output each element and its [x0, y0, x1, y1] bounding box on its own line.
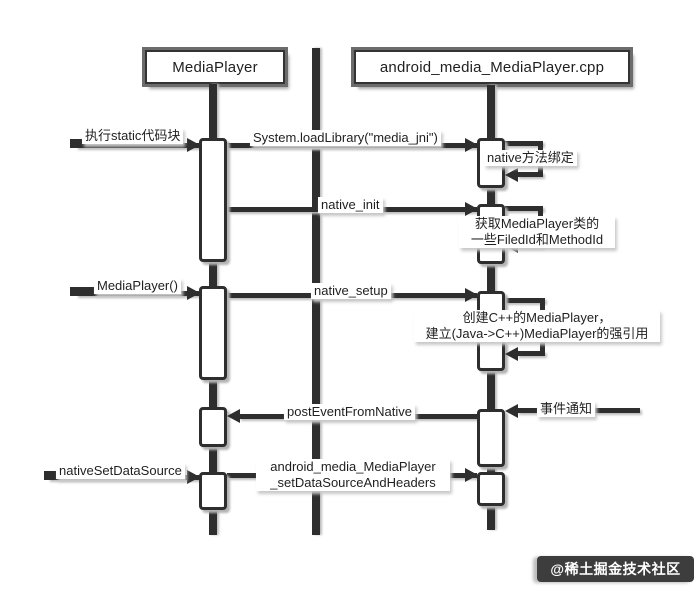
activation-mp-constructor	[199, 286, 227, 380]
activation-cpp-event	[477, 409, 505, 467]
note-create-cpp-line2: 建立(Java->C++)MediaPlayer的强引用	[425, 326, 649, 341]
note-create-cpp-line1: 创建C++的MediaPlayer，	[462, 310, 612, 325]
label-set-data-source-line1: android_media_MediaPlayer	[270, 459, 436, 474]
native-init-arrowhead	[465, 202, 478, 216]
label-set-data-source-line2: _setDataSourceAndHeaders	[270, 475, 436, 490]
stub-native-set-data-source	[44, 471, 60, 480]
load-library-arrowhead	[465, 138, 478, 152]
activation-mp-set-data-source	[199, 472, 227, 510]
selfcall-create-cpp-arrowhead	[505, 347, 518, 361]
participant-cpp: android_media_MediaPlayer.cpp	[354, 50, 630, 84]
participant-mediaplayer: MediaPlayer	[145, 50, 285, 84]
label-exec-static: 执行static代码块	[82, 128, 184, 144]
watermark-text: @稀土掘金技术社区	[550, 561, 681, 577]
label-set-data-source: android_media_MediaPlayer _setDataSource…	[256, 459, 450, 491]
post-event-arrowhead	[227, 409, 240, 423]
activation-mp-post-event	[199, 407, 227, 447]
selfcall-create-cpp-return	[517, 351, 545, 356]
participant-mediaplayer-label: MediaPlayer	[172, 58, 258, 76]
activation-cpp-set-data-source	[477, 472, 505, 506]
selfcall-get-ids-out	[505, 206, 543, 211]
note-get-ids-line2: 一些FiledId和MethodId	[470, 232, 604, 247]
set-data-source-arrowhead	[465, 468, 478, 482]
event-notify-arrowhead	[505, 404, 518, 418]
note-create-cpp: 创建C++的MediaPlayer， 建立(Java->C++)MediaPla…	[414, 310, 660, 342]
activation-mp-static	[199, 138, 227, 262]
label-native-setup: native_setup	[311, 283, 391, 299]
label-load-library: System.loadLibrary("media_jni")	[250, 130, 441, 146]
note-native-bind: native方法绑定	[484, 150, 577, 166]
constructor-arrowhead	[187, 286, 200, 300]
label-post-event: postEventFromNative	[284, 404, 415, 420]
watermark-badge: @稀土掘金技术社区	[537, 556, 694, 582]
note-get-ids-line1: 获取MediaPlayer类的	[474, 216, 600, 231]
message-line-exec-static	[76, 143, 199, 148]
label-constructor: MediaPlayer()	[94, 278, 181, 294]
exec-static-arrowhead	[187, 138, 200, 152]
selfcall-native-bind-return	[517, 172, 543, 177]
native-setup-arrowhead	[465, 288, 478, 302]
selfcall-create-cpp-out	[505, 298, 545, 303]
note-get-ids: 获取MediaPlayer类的 一些FiledId和MethodId	[459, 216, 615, 248]
label-native-set-data-source: nativeSetDataSource	[56, 463, 185, 479]
note-event-notify: 事件通知	[537, 401, 596, 417]
stub-exec-static	[70, 139, 90, 148]
stub-constructor	[70, 287, 96, 296]
selfcall-native-bind-out	[505, 141, 543, 146]
participant-cpp-label: android_media_MediaPlayer.cpp	[379, 58, 605, 76]
label-native-init: native_init	[318, 197, 383, 213]
selfcall-native-bind-arrowhead	[505, 168, 518, 182]
native-set-data-source-arrowhead	[187, 470, 200, 484]
